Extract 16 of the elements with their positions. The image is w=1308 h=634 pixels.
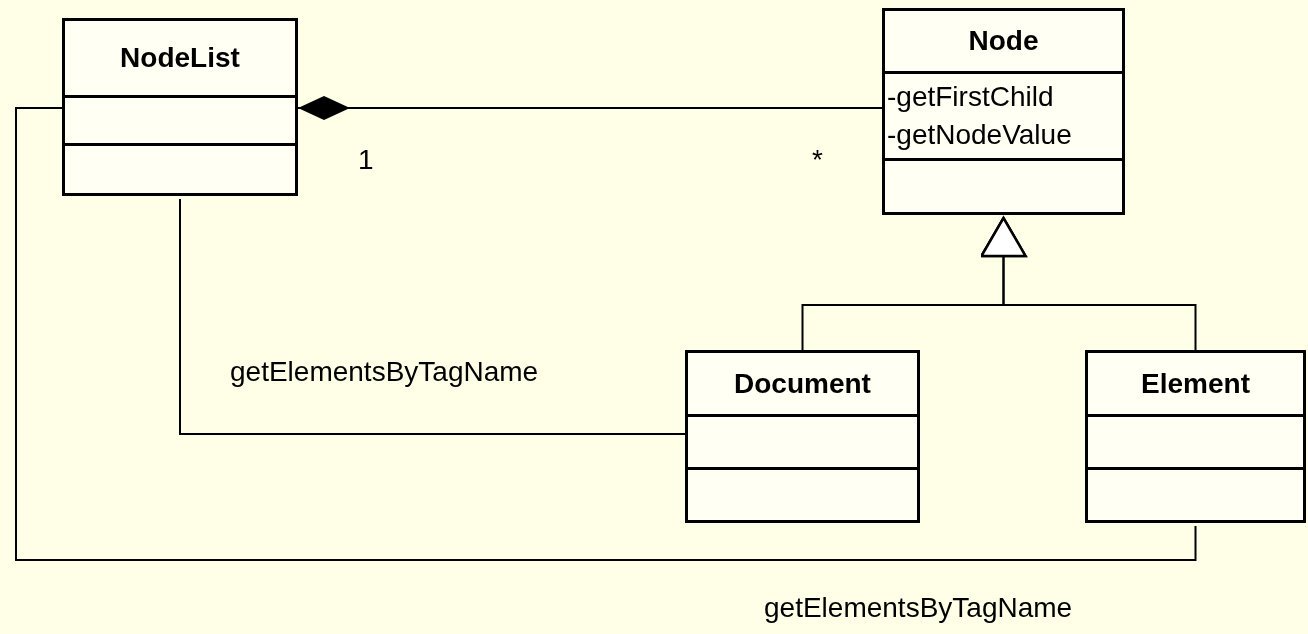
class-box [882,8,1125,215]
class-name: Element [1141,369,1250,398]
association-line [179,198,686,435]
attribute-text: -getNodeValue [886,118,1073,152]
multiplicity-label: * [812,146,823,174]
class-box [685,350,920,523]
inheritance-arrow [980,216,1197,351]
class-box [1085,350,1306,523]
class-name: Node [968,27,1039,55]
multiplicity-label: 1 [358,146,374,174]
class-name: NodeList [120,44,240,72]
class-box [62,18,298,196]
attribute-text: -getFirstChild [886,80,1055,114]
association-line [15,107,1197,561]
class-name: Document [734,369,871,398]
composition-line [297,96,883,120]
